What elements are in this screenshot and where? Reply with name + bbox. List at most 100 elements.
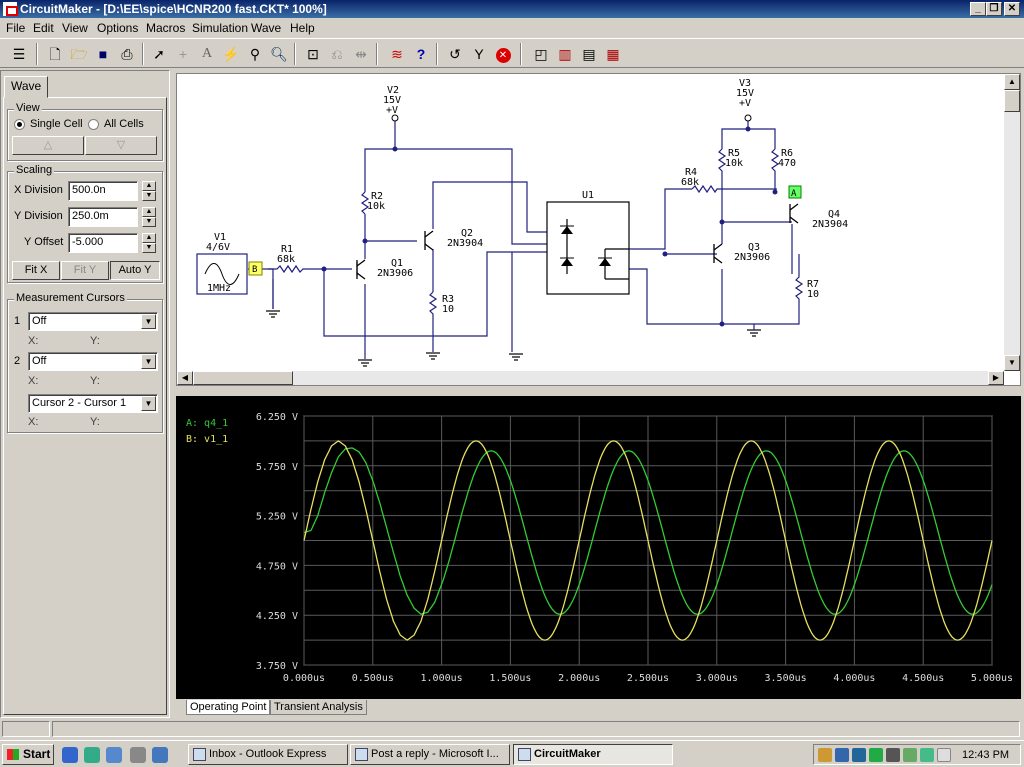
y-offset-spinner[interactable]: ▲▼	[142, 233, 156, 253]
measurement-cursors-label: Measurement Cursors	[14, 292, 127, 304]
open-folder-icon[interactable]: 🗁	[70, 46, 88, 62]
minimize-button[interactable]: _	[970, 2, 986, 16]
cursor-difference-select[interactable]: Cursor 2 - Cursor 1▼	[28, 394, 158, 413]
view-split-icon[interactable]: ▤	[582, 46, 596, 62]
magnify-tool-icon[interactable]: ⚲	[249, 46, 261, 62]
waveform-chart[interactable]: 6.250 V5.750 V5.250 V4.750 V4.250 V3.750…	[176, 396, 1021, 699]
menu-wave[interactable]: Wave	[251, 21, 282, 35]
menu-edit[interactable]: Edit	[33, 21, 54, 35]
single-cell-radio[interactable]	[14, 119, 25, 130]
close-button[interactable]: ✕	[1004, 2, 1020, 16]
scroll-thumb[interactable]	[1004, 90, 1020, 112]
new-file-icon[interactable]: 🗋	[49, 46, 61, 62]
cell-down-button[interactable]: ▽	[85, 136, 157, 155]
print-icon[interactable]: ⎙	[121, 46, 133, 62]
zoom-tool-icon[interactable]: 🔍︎	[270, 46, 288, 62]
tab-transient-analysis[interactable]: Transient Analysis	[270, 700, 367, 715]
task-outlook-express[interactable]: Inbox - Outlook Express	[188, 744, 348, 765]
text-tool-icon[interactable]: A	[201, 46, 213, 61]
tray-icon[interactable]	[886, 748, 900, 762]
q3-part-label: 2N3906	[734, 252, 770, 263]
reset-icon[interactable]: ↺	[449, 46, 461, 62]
view-tile-icon[interactable]: ▦	[606, 46, 620, 62]
x-division-spinner[interactable]: ▲▼	[142, 181, 156, 201]
menu-help[interactable]: Help	[290, 21, 315, 35]
task-circuitmaker[interactable]: CircuitMaker	[513, 744, 673, 765]
scroll-thumb[interactable]	[193, 371, 293, 385]
arrow-tool-icon[interactable]: ➚	[153, 46, 165, 62]
help-icon[interactable]: ?	[416, 46, 426, 62]
cell-up-button[interactable]: △	[12, 136, 84, 155]
start-button[interactable]: Start	[2, 744, 54, 765]
view-group-label: View	[14, 102, 42, 114]
q3-name-label: Q3	[748, 242, 760, 253]
probe-tool-icon[interactable]: ⚡	[222, 46, 240, 62]
chevron-down-icon[interactable]: ▼	[141, 396, 156, 411]
bus-icon[interactable]: ☰	[12, 46, 26, 62]
probe-b-label[interactable]: B	[252, 265, 257, 275]
y-division-label: Y Division	[14, 210, 63, 222]
x-division-input[interactable]: 500.0n	[68, 181, 138, 201]
legend-entry-0[interactable]: A: q4_1	[186, 418, 228, 429]
schematic-view[interactable]: V2 15V +V V3 15V +V V1 4/6V 1MHz R1 68k …	[176, 73, 1021, 386]
tab-wave[interactable]: Wave	[4, 76, 49, 98]
toolbar-separator	[294, 43, 296, 65]
schematic-horizontal-scrollbar[interactable]: ◀ ▶	[177, 371, 1004, 385]
view-waveform-icon[interactable]: ▥	[558, 46, 572, 62]
zoom-window-icon[interactable]: ⊡	[307, 46, 319, 62]
restore-button[interactable]: ❐	[986, 2, 1002, 16]
all-cells-radio[interactable]	[88, 119, 99, 130]
schematic-canvas[interactable]: V2 15V +V V3 15V +V V1 4/6V 1MHz R1 68k …	[177, 74, 1004, 371]
y-division-spinner[interactable]: ▲▼	[142, 207, 156, 227]
wire-tool-icon[interactable]: +	[178, 46, 188, 62]
scroll-left-button[interactable]: ◀	[177, 371, 193, 385]
tray-icon[interactable]	[903, 748, 917, 762]
outlook-express-icon[interactable]	[84, 747, 100, 763]
undo-icon[interactable]: ⎌	[331, 46, 343, 62]
schematic-vertical-scrollbar[interactable]: ▲ ▼	[1004, 74, 1020, 371]
tray-icon[interactable]	[818, 748, 832, 762]
quick-launch-icon[interactable]	[130, 747, 146, 763]
y-division-input[interactable]: 250.0m	[68, 207, 138, 227]
cursor-1-select[interactable]: Off▼	[28, 312, 158, 331]
chevron-down-icon[interactable]: ▼	[141, 354, 156, 369]
tray-icon[interactable]	[869, 748, 883, 762]
r7-name-label: R7	[807, 279, 819, 290]
menu-file[interactable]: File	[6, 21, 26, 35]
task-label: Post a reply - Microsoft I...	[371, 748, 499, 760]
menu-macros[interactable]: Macros	[146, 21, 186, 35]
stop-icon[interactable]: ✕	[492, 43, 514, 65]
fit-x-button[interactable]: Fit X	[12, 261, 60, 280]
circuitmaker-app-icon[interactable]	[3, 2, 18, 16]
show-desktop-icon[interactable]	[106, 747, 122, 763]
tray-icon[interactable]	[920, 748, 934, 762]
task-post-a-reply[interactable]: Post a reply - Microsoft I...	[350, 744, 510, 765]
network-icon[interactable]	[835, 748, 849, 762]
y-offset-label: Y Offset	[24, 236, 64, 248]
tray-icon[interactable]	[852, 748, 866, 762]
mirror-icon[interactable]: ⇹	[355, 46, 367, 62]
trace-icon[interactable]: Y	[474, 46, 484, 62]
save-icon[interactable]: ■	[98, 46, 108, 62]
menu-simulation[interactable]: Simulation	[192, 21, 249, 35]
fit-y-button[interactable]: Fit Y	[61, 261, 109, 280]
scroll-down-button[interactable]: ▼	[1004, 355, 1020, 371]
scroll-right-button[interactable]: ▶	[988, 371, 1004, 385]
menu-view[interactable]: View	[62, 21, 88, 35]
menu-options[interactable]: Options	[97, 21, 139, 35]
tab-operating-point[interactable]: Operating Point	[186, 700, 271, 715]
scroll-up-button[interactable]: ▲	[1004, 74, 1020, 90]
probe-a-label[interactable]: A	[791, 189, 797, 199]
run-simulation-icon[interactable]: ≋	[391, 46, 403, 62]
auto-y-button[interactable]: Auto Y	[110, 261, 160, 280]
quick-launch-icon[interactable]	[152, 747, 168, 763]
y-offset-input[interactable]: -5.000	[68, 233, 138, 253]
volume-icon[interactable]	[937, 748, 951, 762]
cursor-2-select[interactable]: Off▼	[28, 352, 158, 371]
view-schematic-icon[interactable]: ◰	[534, 46, 548, 62]
legend-entry-1[interactable]: B: v1_1	[186, 434, 228, 445]
chevron-down-icon[interactable]: ▼	[141, 314, 156, 329]
internet-explorer-icon[interactable]	[62, 747, 78, 763]
v3-name-label: V3	[739, 78, 751, 89]
